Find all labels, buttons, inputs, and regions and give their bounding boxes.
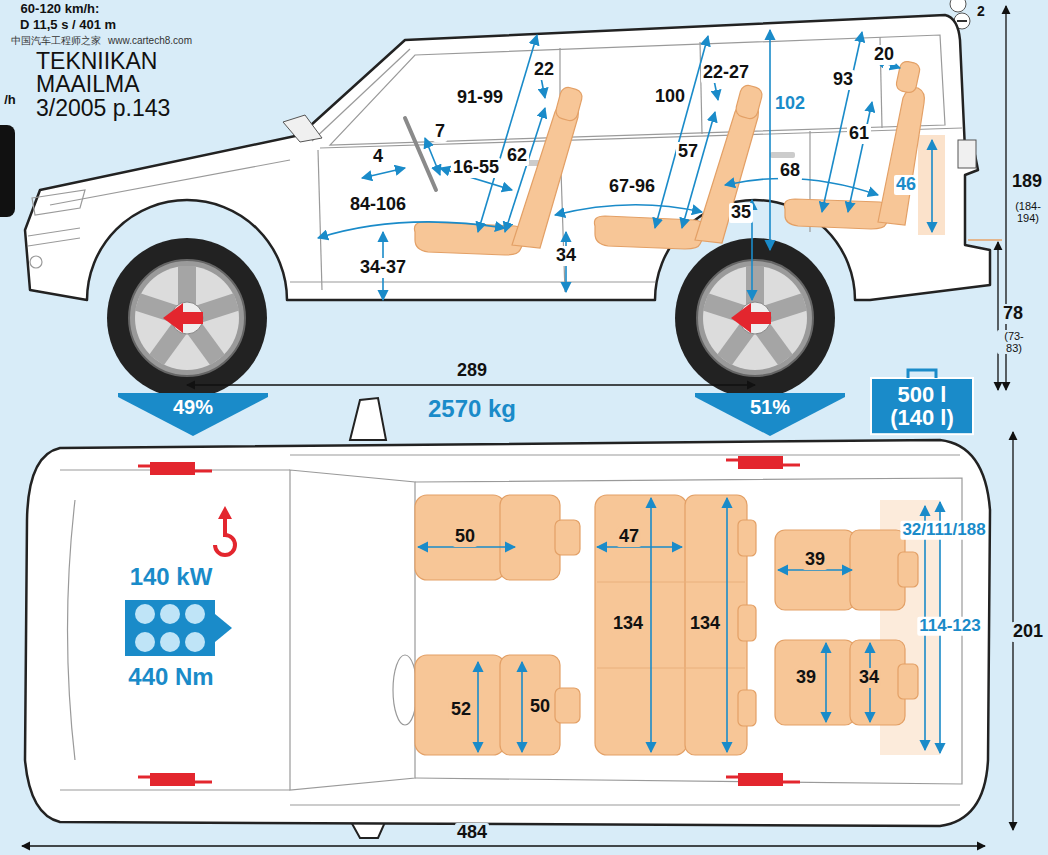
ground-height-range: (73-83): [997, 330, 1031, 354]
badge-outline: [118, 393, 268, 436]
torque-label: 440 Nm: [126, 664, 215, 690]
ground-height-label: 78: [1001, 304, 1025, 324]
width-label: 201: [1011, 622, 1045, 642]
dimension-label: 39: [794, 668, 818, 688]
dimension-label: 22-27: [701, 63, 751, 83]
box-outline: [871, 378, 973, 434]
length-label: 484: [455, 823, 489, 843]
dimension-label: 16-55: [451, 158, 501, 178]
dimension-label: 4: [371, 147, 385, 167]
dimension-label: 50: [453, 527, 477, 547]
suitcase-handle: [908, 370, 936, 378]
dimension-label: 22: [532, 60, 556, 80]
weight-share: 51%: [695, 397, 845, 418]
icon-number: 2: [975, 4, 987, 19]
dimension-label: 134: [611, 614, 645, 634]
dimension-label: 102: [773, 94, 807, 114]
dimension-label: 34-37: [358, 258, 408, 278]
weight-share: 49%: [118, 397, 268, 418]
dimension-label: 61: [847, 124, 871, 144]
power-label: 140 kW: [128, 564, 215, 590]
weight-share-badge: 51%: [695, 393, 845, 436]
dimension-label: 35: [729, 203, 753, 223]
weight-share-badge: 49%: [118, 393, 268, 436]
luggage-volume: 500 l (140 l): [878, 383, 966, 429]
dimension-label: 20: [872, 45, 896, 65]
cut-off-note: /h: [2, 93, 18, 107]
dimension-label: 91-99: [455, 88, 505, 108]
wheelbase-label: 289: [455, 361, 489, 381]
dimension-label: 62: [505, 146, 529, 166]
dimension-label: 34: [857, 668, 881, 688]
source-title: TEKNIIKAN MAAILMA 3/2005 p.143: [36, 50, 196, 120]
watermark: 中国汽车工程师之家: [9, 35, 103, 46]
dimension-label: 52: [449, 700, 473, 720]
performance-note: 60-120 km/h:: [19, 2, 102, 16]
dimension-label: 57: [676, 142, 700, 162]
dimension-label: 7: [433, 122, 447, 142]
height-label: 189: [1010, 172, 1044, 192]
dimension-label: 134: [688, 614, 722, 634]
cargo-length-label: 32/111/188: [900, 521, 987, 540]
dimension-label: 67-96: [607, 177, 657, 197]
dimension-label: 84-106: [348, 195, 408, 215]
weight-label: 2570 kg: [426, 396, 518, 422]
watermark: www.cartech8.com: [106, 35, 194, 46]
height-range: (184-194): [1009, 200, 1047, 224]
badge-outline: [695, 393, 845, 436]
performance-note: D 11,5 s / 401 m: [18, 18, 118, 32]
dimension-label: 93: [831, 70, 855, 90]
luggage-volume-box: 500 l (140 l): [871, 378, 973, 434]
dimension-label: 39: [803, 550, 827, 570]
cargo-width-label: 114-123: [917, 617, 982, 636]
dimension-label: 46: [894, 175, 918, 195]
dimension-label: 47: [617, 527, 641, 547]
dimension-label: 68: [778, 161, 802, 181]
dimension-label: 50: [528, 697, 552, 717]
dimension-label: 34: [554, 246, 578, 266]
dimension-label: 100: [653, 87, 687, 107]
